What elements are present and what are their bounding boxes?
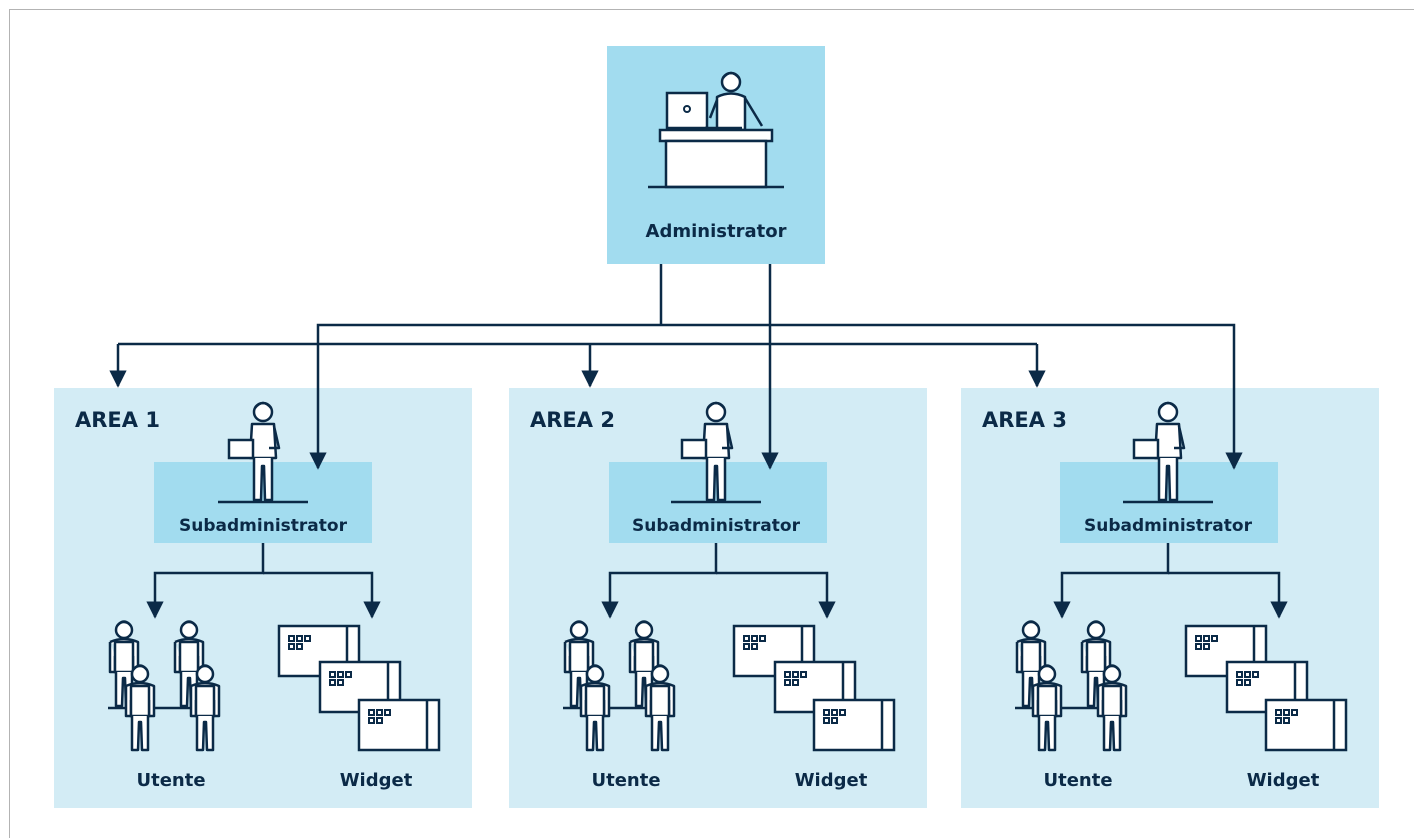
subadmin-1-to-widgets-arrow <box>263 571 381 619</box>
widget-panel <box>1264 698 1348 752</box>
subadmin-2-label: Subadministrator <box>632 516 801 536</box>
widget-panel <box>357 698 441 752</box>
area-3-title: AREA 3 <box>982 408 1067 432</box>
widgets-3-label: Widget <box>1247 770 1320 791</box>
bus-to-subadmin-3-arrow <box>661 323 1243 470</box>
bus-to-subadmin-1-arrow <box>309 323 661 470</box>
widgets-2-label: Widget <box>795 770 868 791</box>
frame-border <box>9 9 1414 838</box>
admin-at-desk-icon <box>648 71 784 189</box>
area-2-title: AREA 2 <box>530 408 615 432</box>
users-1-label: Utente <box>136 770 205 791</box>
users-1-icon <box>108 620 221 752</box>
subadmin-3-to-users-arrow <box>1053 543 1170 619</box>
users-3-icon <box>1015 620 1128 752</box>
users-2-label: Utente <box>591 770 660 791</box>
administrator-node: Administrator <box>607 46 825 264</box>
users-2-icon <box>563 620 676 752</box>
subadmin-1-label: Subadministrator <box>179 516 348 536</box>
subadmin-3-label: Subadministrator <box>1084 516 1253 536</box>
subadmin-2-to-widgets-arrow <box>716 571 836 619</box>
users-3-label: Utente <box>1043 770 1112 791</box>
administrator-label: Administrator <box>646 221 787 242</box>
subadmin-3-to-widgets-arrow <box>1168 571 1288 619</box>
subadmin-2-to-users-arrow <box>601 543 718 619</box>
admin-connectors <box>109 264 1243 470</box>
widgets-1-label: Widget <box>340 770 413 791</box>
widget-panel <box>812 698 896 752</box>
subadmin-1-to-users-arrow <box>146 543 265 619</box>
area-1-title: AREA 1 <box>75 408 160 432</box>
